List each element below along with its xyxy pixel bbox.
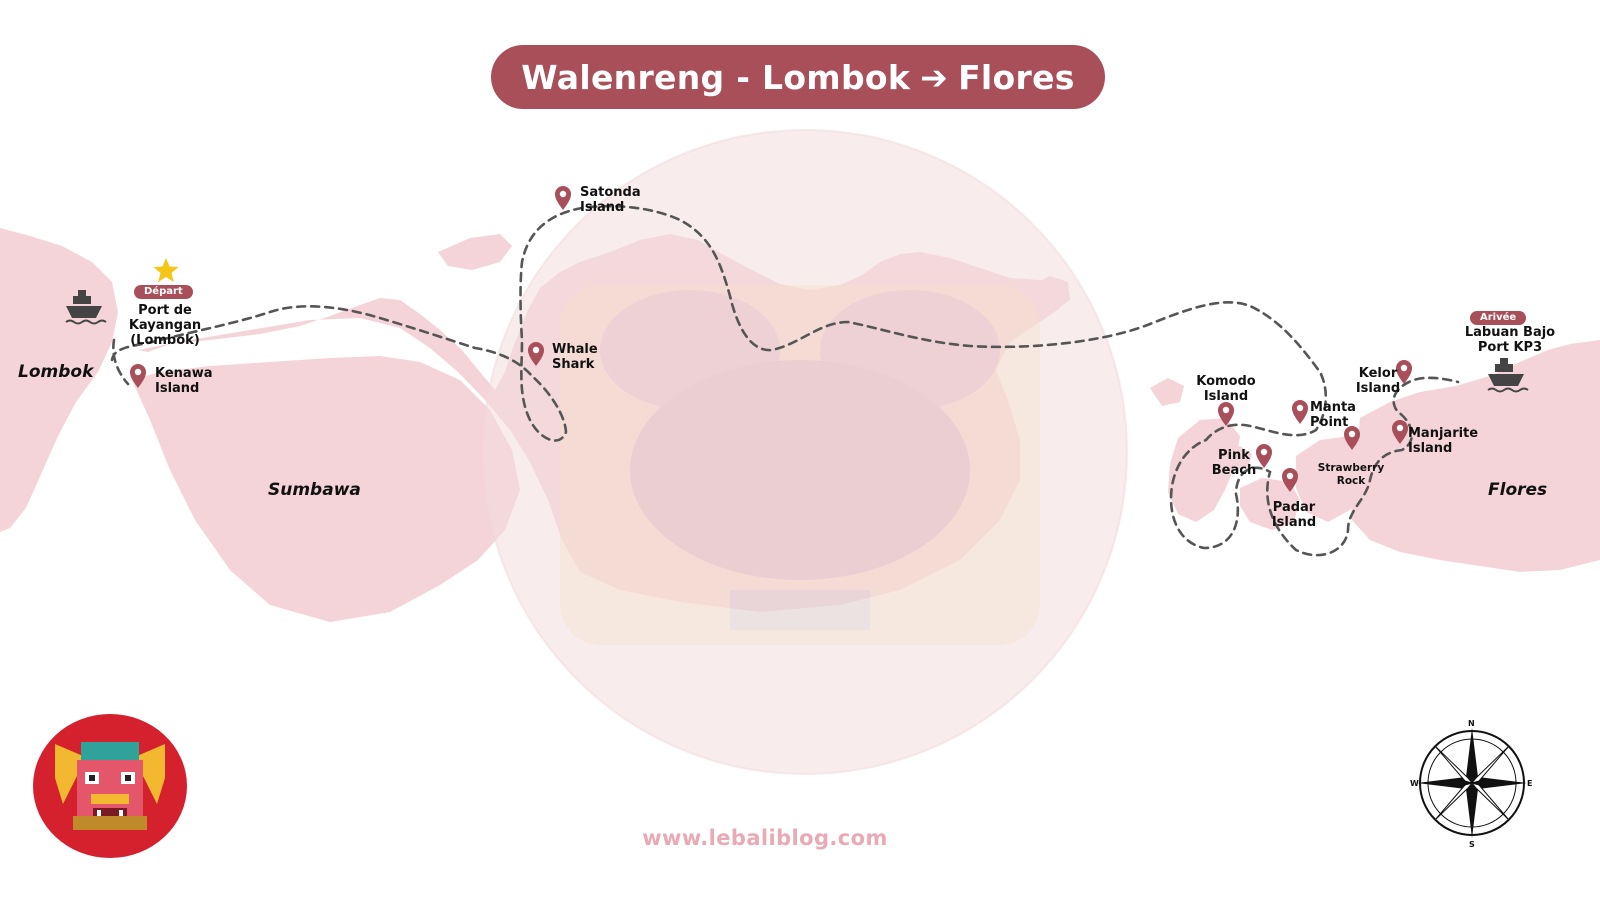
compass-n: N	[1468, 719, 1475, 728]
stop-manta-line2: Point	[1310, 415, 1349, 430]
title-end: Flores	[958, 57, 1075, 97]
region-lombok: Lombok	[18, 362, 94, 382]
ship-icon	[65, 290, 107, 325]
start-line1: Port de Kayangan	[128, 303, 202, 333]
compass-e: E	[1527, 779, 1532, 788]
start-label: Port de Kayangan (Lombok)	[100, 303, 230, 348]
stop-manjarite-line2: Island	[1408, 441, 1453, 456]
stop-whale-label: Whale Shark	[552, 342, 598, 372]
stop-padar-line2: Island	[1271, 515, 1317, 530]
stop-strawberry-line2: Rock	[1336, 475, 1366, 487]
flores-island	[1350, 340, 1600, 572]
stop-kenawa-line1: Kenawa	[155, 366, 213, 381]
small-island-2	[1226, 446, 1252, 470]
end-line1: Labuan Bajo	[1464, 325, 1556, 340]
barong-mask-icon	[55, 742, 165, 830]
stop-kelor-line1: Kelor	[1358, 366, 1398, 381]
stop-strawberry-line1: Strawberry	[1317, 462, 1385, 474]
komodo-island	[1168, 418, 1240, 522]
small-island-1	[1150, 378, 1184, 406]
end-label: Labuan Bajo Port KP3	[1460, 325, 1560, 355]
map-pin-icon	[130, 364, 146, 388]
end-line2: Port KP3	[1477, 340, 1543, 355]
stop-manjarite-line1: Manjarite	[1408, 426, 1479, 441]
compass-rose-icon: N S E W	[1410, 719, 1532, 848]
padar-island	[1240, 478, 1300, 530]
start-line2: (Lombok)	[130, 333, 200, 348]
route-line	[110, 204, 1460, 557]
start-badge: Départ	[134, 285, 193, 299]
arrow-right-icon: ➔	[920, 57, 949, 97]
site-logo	[33, 714, 187, 858]
ship-icon	[1487, 358, 1529, 393]
stop-komodo-line2: Island	[1203, 389, 1249, 404]
stop-manta-label: Manta Point	[1310, 400, 1356, 430]
stop-satonda-line1: Satonda	[580, 185, 641, 200]
stop-pink-line2: Beach	[1211, 463, 1257, 478]
title-start: Walenreng - Lombok	[521, 57, 911, 97]
map-pin-icon	[528, 342, 544, 366]
stop-kenawa-line2: Island	[155, 381, 200, 396]
star-icon	[153, 258, 179, 282]
stop-padar-label: Padar Island	[1264, 500, 1324, 530]
stop-komodo-label: Komodo Island	[1186, 374, 1266, 404]
end-badge: Arivée	[1470, 311, 1527, 325]
stop-kenawa-label: Kenawa Island	[155, 366, 212, 396]
region-sumbawa: Sumbawa	[268, 480, 361, 500]
faded-mask-art	[560, 285, 1040, 645]
stop-komodo-line1: Komodo	[1196, 374, 1256, 389]
stop-pink-label: Pink Beach	[1204, 448, 1264, 478]
map-pin-icon	[1218, 402, 1234, 426]
background-circle	[483, 130, 1127, 774]
stop-padar-line1: Padar	[1272, 500, 1316, 515]
compass-s: S	[1469, 840, 1475, 848]
route-start-stub	[112, 338, 130, 386]
region-flores: Flores	[1488, 480, 1548, 500]
map-pin-icon	[1282, 468, 1298, 492]
rinca-island	[1296, 436, 1366, 522]
stop-pink-line1: Pink	[1218, 448, 1250, 463]
map-pin-icon	[555, 186, 571, 210]
stop-manta-line1: Manta	[1310, 400, 1356, 415]
sumbawa-south	[132, 356, 520, 622]
stop-strawberry-label: Strawberry Rock	[1310, 462, 1392, 488]
map-title: Walenreng - Lombok ➔ Flores	[491, 45, 1105, 109]
map-pin-icon	[1256, 444, 1272, 468]
moyo-island	[438, 234, 512, 270]
compass-w: W	[1410, 779, 1419, 788]
stop-whale-line2: Shark	[552, 357, 595, 372]
website-url[interactable]: www.lebaliblog.com	[642, 826, 888, 850]
map-pin-icon	[1344, 426, 1360, 450]
map-pin-icon	[1392, 420, 1408, 444]
stop-kelor-label: Kelor Island	[1348, 366, 1408, 396]
map-pin-icon	[1396, 360, 1412, 384]
stop-whale-line1: Whale	[552, 342, 598, 357]
stop-kelor-line2: Island	[1355, 381, 1401, 396]
stop-satonda-line2: Island	[580, 200, 625, 215]
stop-satonda-label: Satonda Island	[580, 185, 641, 215]
stop-manjarite-label: Manjarite Island	[1408, 426, 1478, 456]
map-pin-icon	[1292, 400, 1308, 424]
